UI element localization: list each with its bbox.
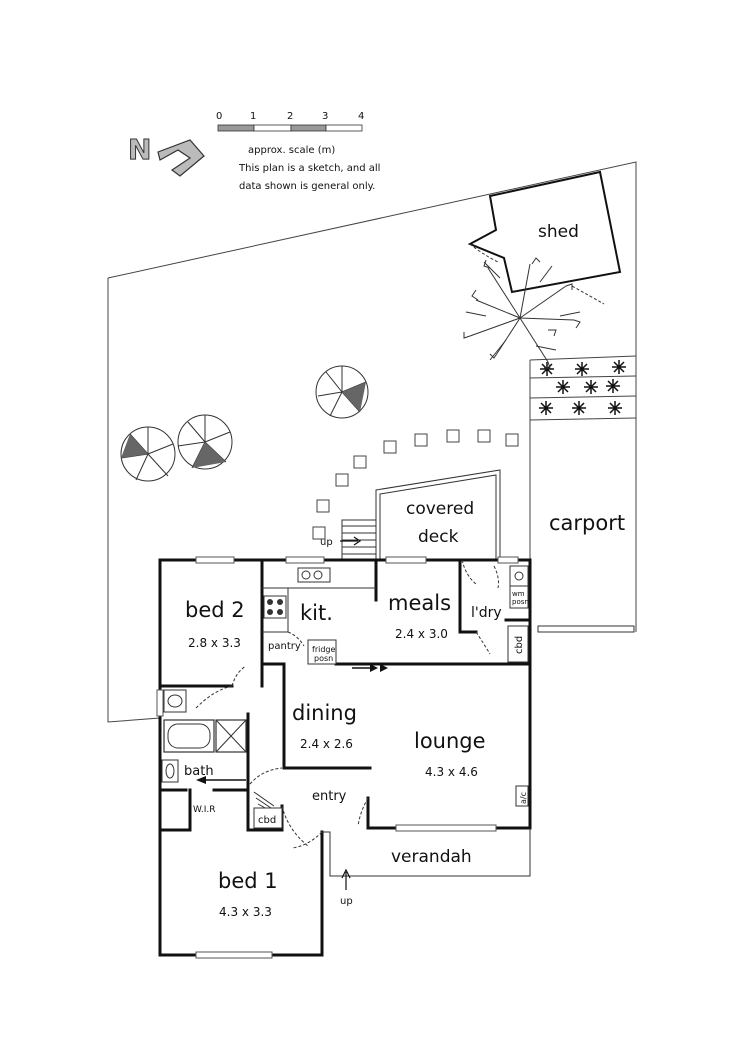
tree-icon [177, 414, 233, 470]
bathroom-fixtures [161, 689, 247, 783]
shed: shed [467, 170, 622, 305]
cooktop-icon [263, 595, 287, 619]
vanity-icon [161, 759, 179, 783]
kitchen-label: kit. [300, 601, 333, 625]
kitchen-fixtures: fridge posn [262, 567, 376, 665]
toilet-icon [163, 689, 187, 713]
scale-segment-2 [253, 124, 292, 132]
door-swings [195, 559, 499, 849]
carport-label: carport [549, 511, 625, 535]
verandah-stairs-up-label: up [340, 896, 353, 907]
entry-cupboard [253, 807, 283, 829]
fridge-position [307, 639, 337, 665]
bed1-label: bed 1 [218, 869, 278, 893]
verandah: up verandah [322, 828, 531, 907]
laundry-cbd-label: cbd [514, 636, 525, 654]
bed1-dims: 4.3 x 3.3 [219, 905, 272, 919]
room-labels: bed 2 2.8 x 3.3 kit. pantry meals 2.4 x … [184, 591, 502, 919]
carport-area: carport [529, 355, 637, 633]
deck-stairs-up-label: up [320, 537, 333, 548]
bed2-label: bed 2 [185, 598, 245, 622]
north-arrow-icon: N [128, 133, 205, 177]
stepping-pavers [312, 429, 519, 540]
lounge-label: lounge [414, 729, 486, 753]
scale-caption: approx. scale (m) [248, 145, 335, 156]
disclaimer-line-2: data shown is general only. [239, 181, 375, 192]
bed2-dims: 2.8 x 3.3 [188, 636, 241, 650]
tree-icon [120, 426, 176, 482]
fridge-label-2: posn [314, 654, 333, 663]
entry-fixtures: cbd a/c [253, 785, 529, 829]
dining-dims: 2.4 x 2.6 [300, 737, 353, 751]
pantry-label: pantry [268, 641, 301, 652]
scale-bar: 0 1 2 3 4 approx. scale (m) This plan is… [216, 111, 380, 192]
laundry-tub-icon [509, 565, 529, 587]
bath-label: bath [184, 764, 214, 779]
verandah-label: verandah [391, 847, 472, 867]
laundry-cupboard [507, 625, 529, 663]
dining-label: dining [292, 701, 357, 725]
scale-tick-0: 0 [216, 111, 222, 122]
ac-label: a/c [519, 792, 528, 804]
scale-tick-3: 3 [322, 111, 328, 122]
disclaimer-line-1: This plan is a sketch, and all [238, 163, 380, 174]
scale-tick-1: 1 [250, 111, 256, 122]
scale-segment-3 [290, 124, 327, 132]
lounge-dims: 4.3 x 4.6 [425, 765, 478, 779]
wm-label-1: wm [512, 590, 525, 598]
scale-segment-4 [325, 124, 363, 132]
covered-deck-label-1: covered [406, 499, 474, 519]
meals-dims: 2.4 x 3.0 [395, 627, 448, 641]
garden-shrubs [539, 360, 626, 415]
wm-label-2: posn [512, 598, 529, 606]
meals-label: meals [388, 591, 451, 615]
north-letter: N [128, 133, 151, 166]
scale-tick-2: 2 [287, 111, 293, 122]
large-tree-icon [463, 257, 581, 369]
laundry-label: l'dry [471, 605, 502, 621]
aircon-unit [515, 785, 529, 807]
wir-label: W.I.R [193, 805, 216, 815]
entry-label: entry [312, 789, 347, 804]
windows [156, 556, 519, 959]
scale-tick-4: 4 [358, 111, 364, 122]
scale-segment-1 [217, 124, 255, 132]
tree-icon [315, 365, 369, 419]
washing-machine-position [509, 585, 529, 609]
covered-deck-label-2: deck [418, 527, 459, 547]
fridge-label-1: fridge [312, 645, 335, 654]
covered-deck: up covered deck [320, 469, 501, 561]
entry-cbd-label: cbd [258, 815, 276, 826]
shed-label: shed [538, 222, 579, 242]
laundry-fixtures: wm posn cbd [507, 565, 529, 663]
